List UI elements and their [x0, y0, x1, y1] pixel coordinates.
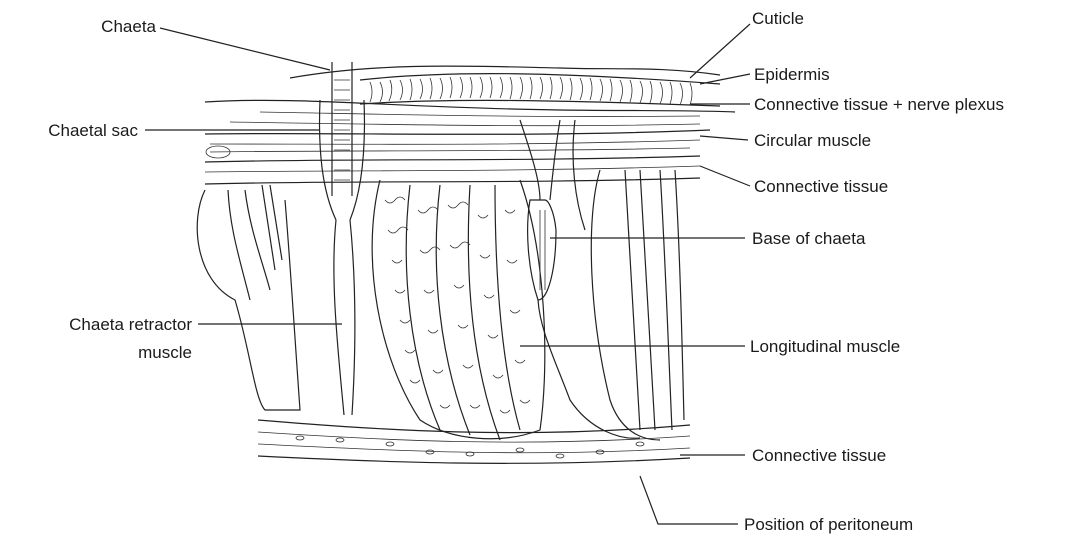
body-wall-illustration	[197, 62, 735, 463]
leader-lines	[145, 24, 750, 524]
label-circular-muscle: Circular muscle	[754, 131, 871, 150]
label-chaeta-retractor-line2: muscle	[138, 343, 192, 362]
leader-chaeta	[160, 28, 330, 70]
leader-connective-upper	[700, 166, 750, 186]
circular-muscle-layer	[205, 100, 735, 184]
leader-peritoneum	[640, 476, 738, 524]
chaetal-sac	[320, 62, 365, 415]
leader-circular-muscle	[700, 136, 748, 140]
label-base-of-chaeta: Base of chaeta	[752, 229, 866, 248]
leader-epidermis	[700, 74, 750, 84]
label-longitudinal-muscle: Longitudinal muscle	[750, 337, 900, 356]
label-epidermis: Epidermis	[754, 65, 830, 84]
label-connective-upper: Connective tissue	[754, 177, 888, 196]
epidermis-layer	[290, 66, 720, 106]
label-connective-nerve: Connective tissue + nerve plexus	[754, 95, 1004, 114]
label-cuticle: Cuticle	[752, 9, 804, 28]
label-chaetal-sac: Chaetal sac	[48, 121, 138, 140]
leader-cuticle	[690, 24, 750, 78]
label-chaeta: Chaeta	[101, 17, 156, 36]
longitudinal-muscle-left	[197, 185, 300, 410]
labels: Chaeta Chaetal sac Chaeta retractor musc…	[48, 9, 1004, 534]
label-chaeta-retractor-line1: Chaeta retractor	[69, 315, 192, 334]
longitudinal-muscle-center	[372, 180, 545, 440]
label-peritoneum: Position of peritoneum	[744, 515, 913, 534]
label-connective-lower: Connective tissue	[752, 446, 886, 465]
